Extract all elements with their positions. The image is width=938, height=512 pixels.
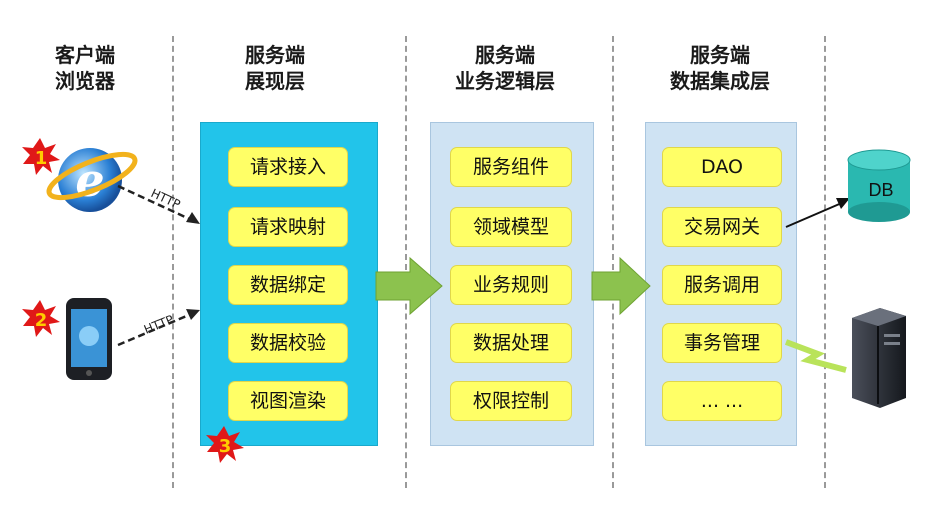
marker-star bbox=[22, 138, 60, 175]
lightning-icon bbox=[784, 339, 847, 373]
server-icon bbox=[852, 308, 906, 408]
divider-2 bbox=[405, 36, 407, 488]
integration-item: 服务调用 bbox=[662, 265, 782, 305]
col-header-presentation: 服务端 展现层 bbox=[245, 43, 305, 93]
integration-item: DAO bbox=[662, 147, 782, 187]
presentation-item: 数据绑定 bbox=[228, 265, 348, 305]
col-header-integration: 服务端 数据集成层 bbox=[670, 43, 770, 93]
marker-number: 1 bbox=[35, 148, 48, 169]
http-label: HTTP bbox=[149, 186, 183, 212]
marker-number: 2 bbox=[35, 310, 48, 331]
marker-star bbox=[206, 426, 244, 463]
http-connector-line bbox=[117, 184, 197, 224]
divider-4 bbox=[824, 36, 826, 488]
smartphone-icon bbox=[66, 298, 112, 380]
db-connector-line bbox=[785, 201, 845, 228]
database-label: DB bbox=[868, 180, 894, 200]
flow-arrow bbox=[591, 256, 651, 316]
integration-item: 事务管理 bbox=[662, 323, 782, 363]
http-arrowhead bbox=[186, 212, 200, 224]
col-header-client: 客户端 浏览器 bbox=[55, 43, 115, 93]
col-header-logic: 服务端 业务逻辑层 bbox=[455, 43, 555, 93]
browser-icon: e bbox=[46, 148, 138, 212]
http-label: HTTP bbox=[142, 312, 176, 336]
presentation-item: 数据校验 bbox=[228, 323, 348, 363]
flow-arrow bbox=[375, 256, 443, 316]
marker-star bbox=[22, 300, 60, 337]
divider-3 bbox=[612, 36, 614, 488]
presentation-item: 请求接入 bbox=[228, 147, 348, 187]
integration-item: 交易网关 bbox=[662, 207, 782, 247]
http-connector-line bbox=[117, 310, 197, 347]
presentation-item: 请求映射 bbox=[228, 207, 348, 247]
logic-item: 服务组件 bbox=[450, 147, 572, 187]
integration-item: ... ... bbox=[662, 381, 782, 421]
db-arrowhead bbox=[836, 198, 850, 209]
marker-number: 3 bbox=[219, 436, 232, 457]
database-icon bbox=[847, 149, 911, 222]
logic-item: 领域模型 bbox=[450, 207, 572, 247]
logic-item: 权限控制 bbox=[450, 381, 572, 421]
divider-1 bbox=[172, 36, 174, 488]
logic-item: 数据处理 bbox=[450, 323, 572, 363]
presentation-item: 视图渲染 bbox=[228, 381, 348, 421]
logic-item: 业务规则 bbox=[450, 265, 572, 305]
http-arrowhead bbox=[186, 309, 200, 320]
